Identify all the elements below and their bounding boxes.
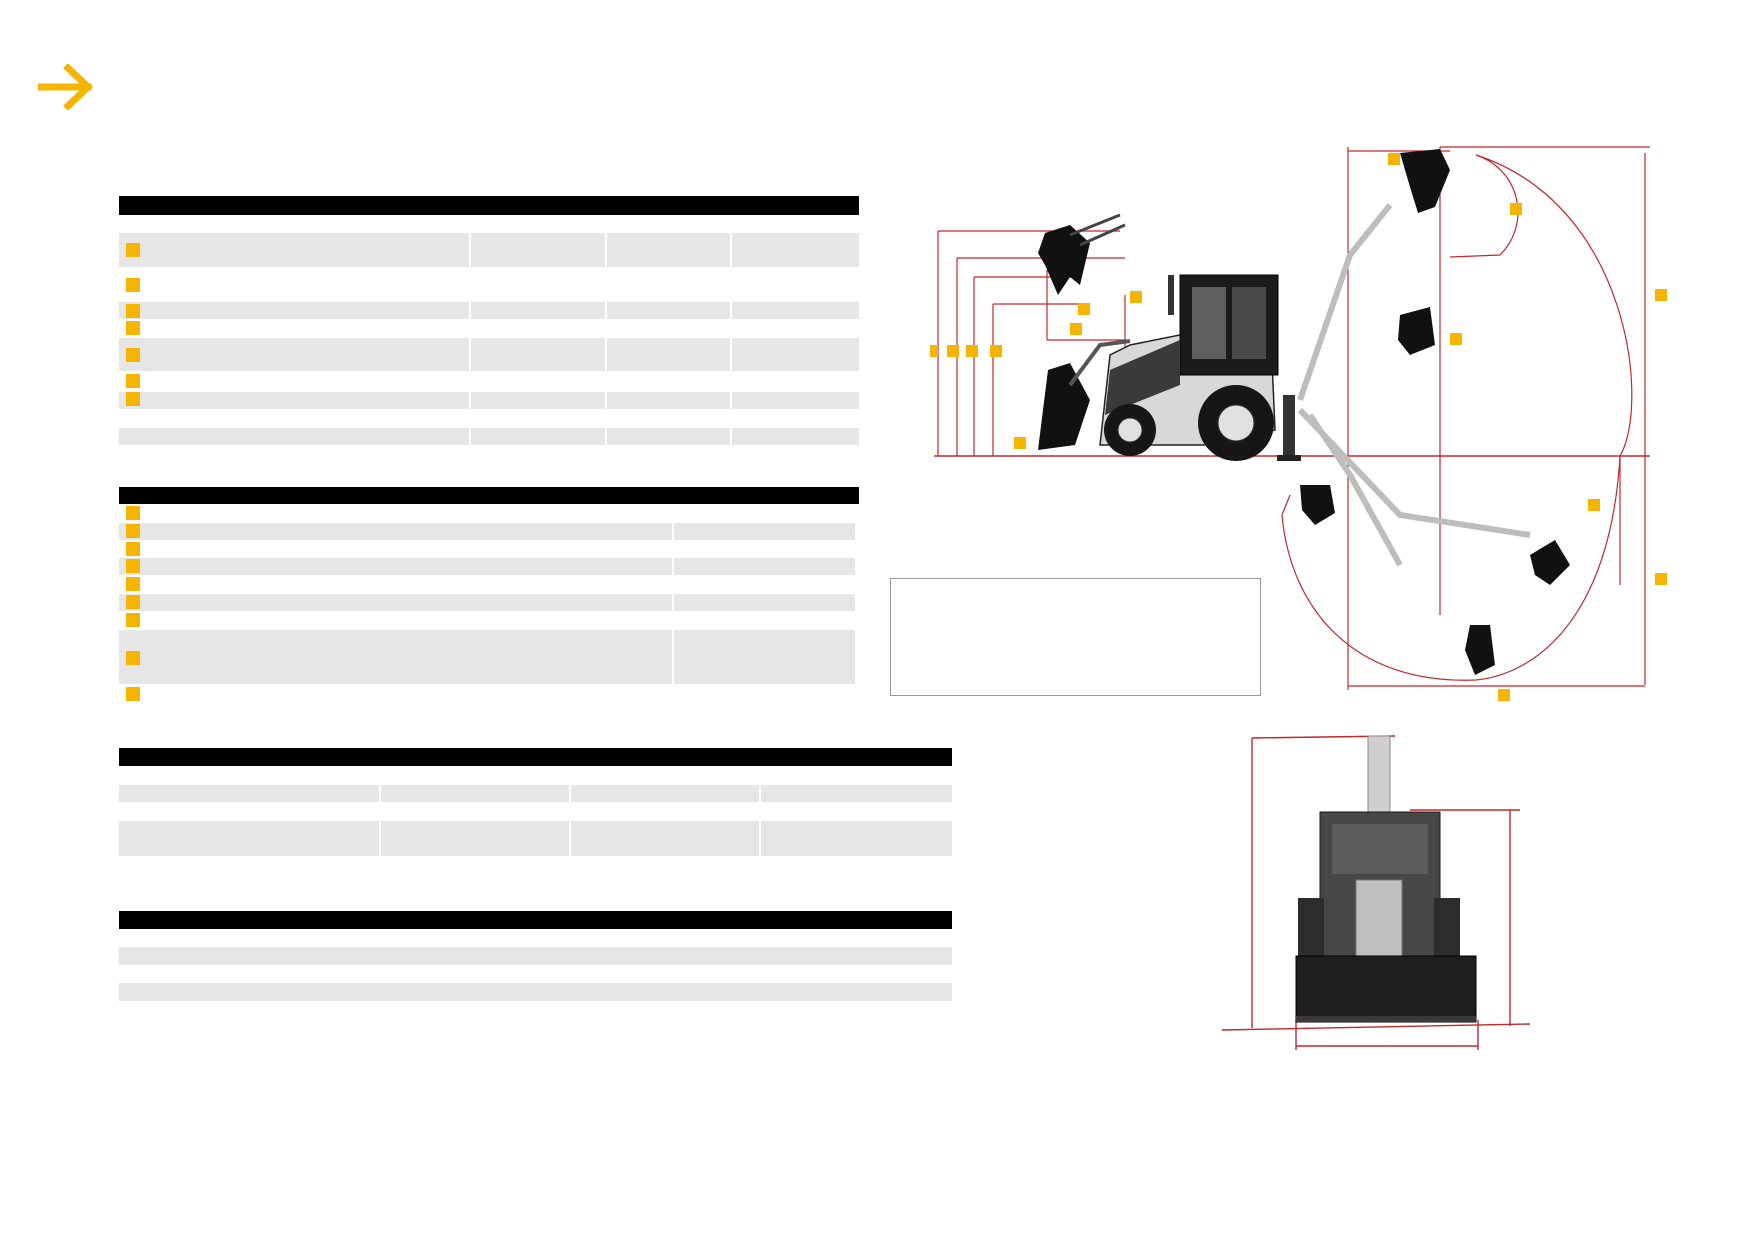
backhoe-front-view-diagram xyxy=(1221,735,1531,1050)
table-row xyxy=(119,558,857,575)
table-row xyxy=(119,785,954,802)
info-box xyxy=(890,578,1261,696)
table-header-bar xyxy=(119,487,859,504)
square-marker-icon xyxy=(126,687,140,701)
arrow-right-icon xyxy=(38,64,94,110)
spec-table-4 xyxy=(119,911,952,1001)
table-row xyxy=(119,338,861,371)
square-marker-icon xyxy=(126,559,140,573)
square-marker-icon xyxy=(126,595,140,609)
table-header-bar xyxy=(119,748,952,766)
table-row xyxy=(119,821,954,856)
square-marker-icon xyxy=(126,243,140,257)
backhoe-side-view-diagram xyxy=(930,146,1667,701)
table-row xyxy=(119,983,952,1001)
table-row xyxy=(119,428,861,445)
table-row xyxy=(119,392,861,409)
table-row xyxy=(119,233,861,267)
table-header-bar xyxy=(119,911,952,929)
square-marker-icon xyxy=(126,524,140,538)
table-row xyxy=(119,523,857,540)
table-header-bar xyxy=(119,196,859,215)
square-marker-icon xyxy=(126,506,140,520)
square-marker-icon xyxy=(126,278,140,292)
table-row xyxy=(119,302,861,319)
square-marker-icon xyxy=(126,392,140,406)
table-row xyxy=(119,947,952,965)
square-marker-icon xyxy=(126,321,140,335)
square-marker-icon xyxy=(126,304,140,318)
table-row xyxy=(119,594,857,611)
square-marker-icon xyxy=(126,374,140,388)
spec-table-3 xyxy=(119,748,952,858)
spec-table-1 xyxy=(119,196,859,451)
table-row xyxy=(119,630,857,684)
square-marker-icon xyxy=(126,651,140,665)
spec-table-2 xyxy=(119,487,859,702)
square-marker-icon xyxy=(126,613,140,627)
square-marker-icon xyxy=(126,542,140,556)
square-marker-icon xyxy=(126,577,140,591)
square-marker-icon xyxy=(126,348,140,362)
